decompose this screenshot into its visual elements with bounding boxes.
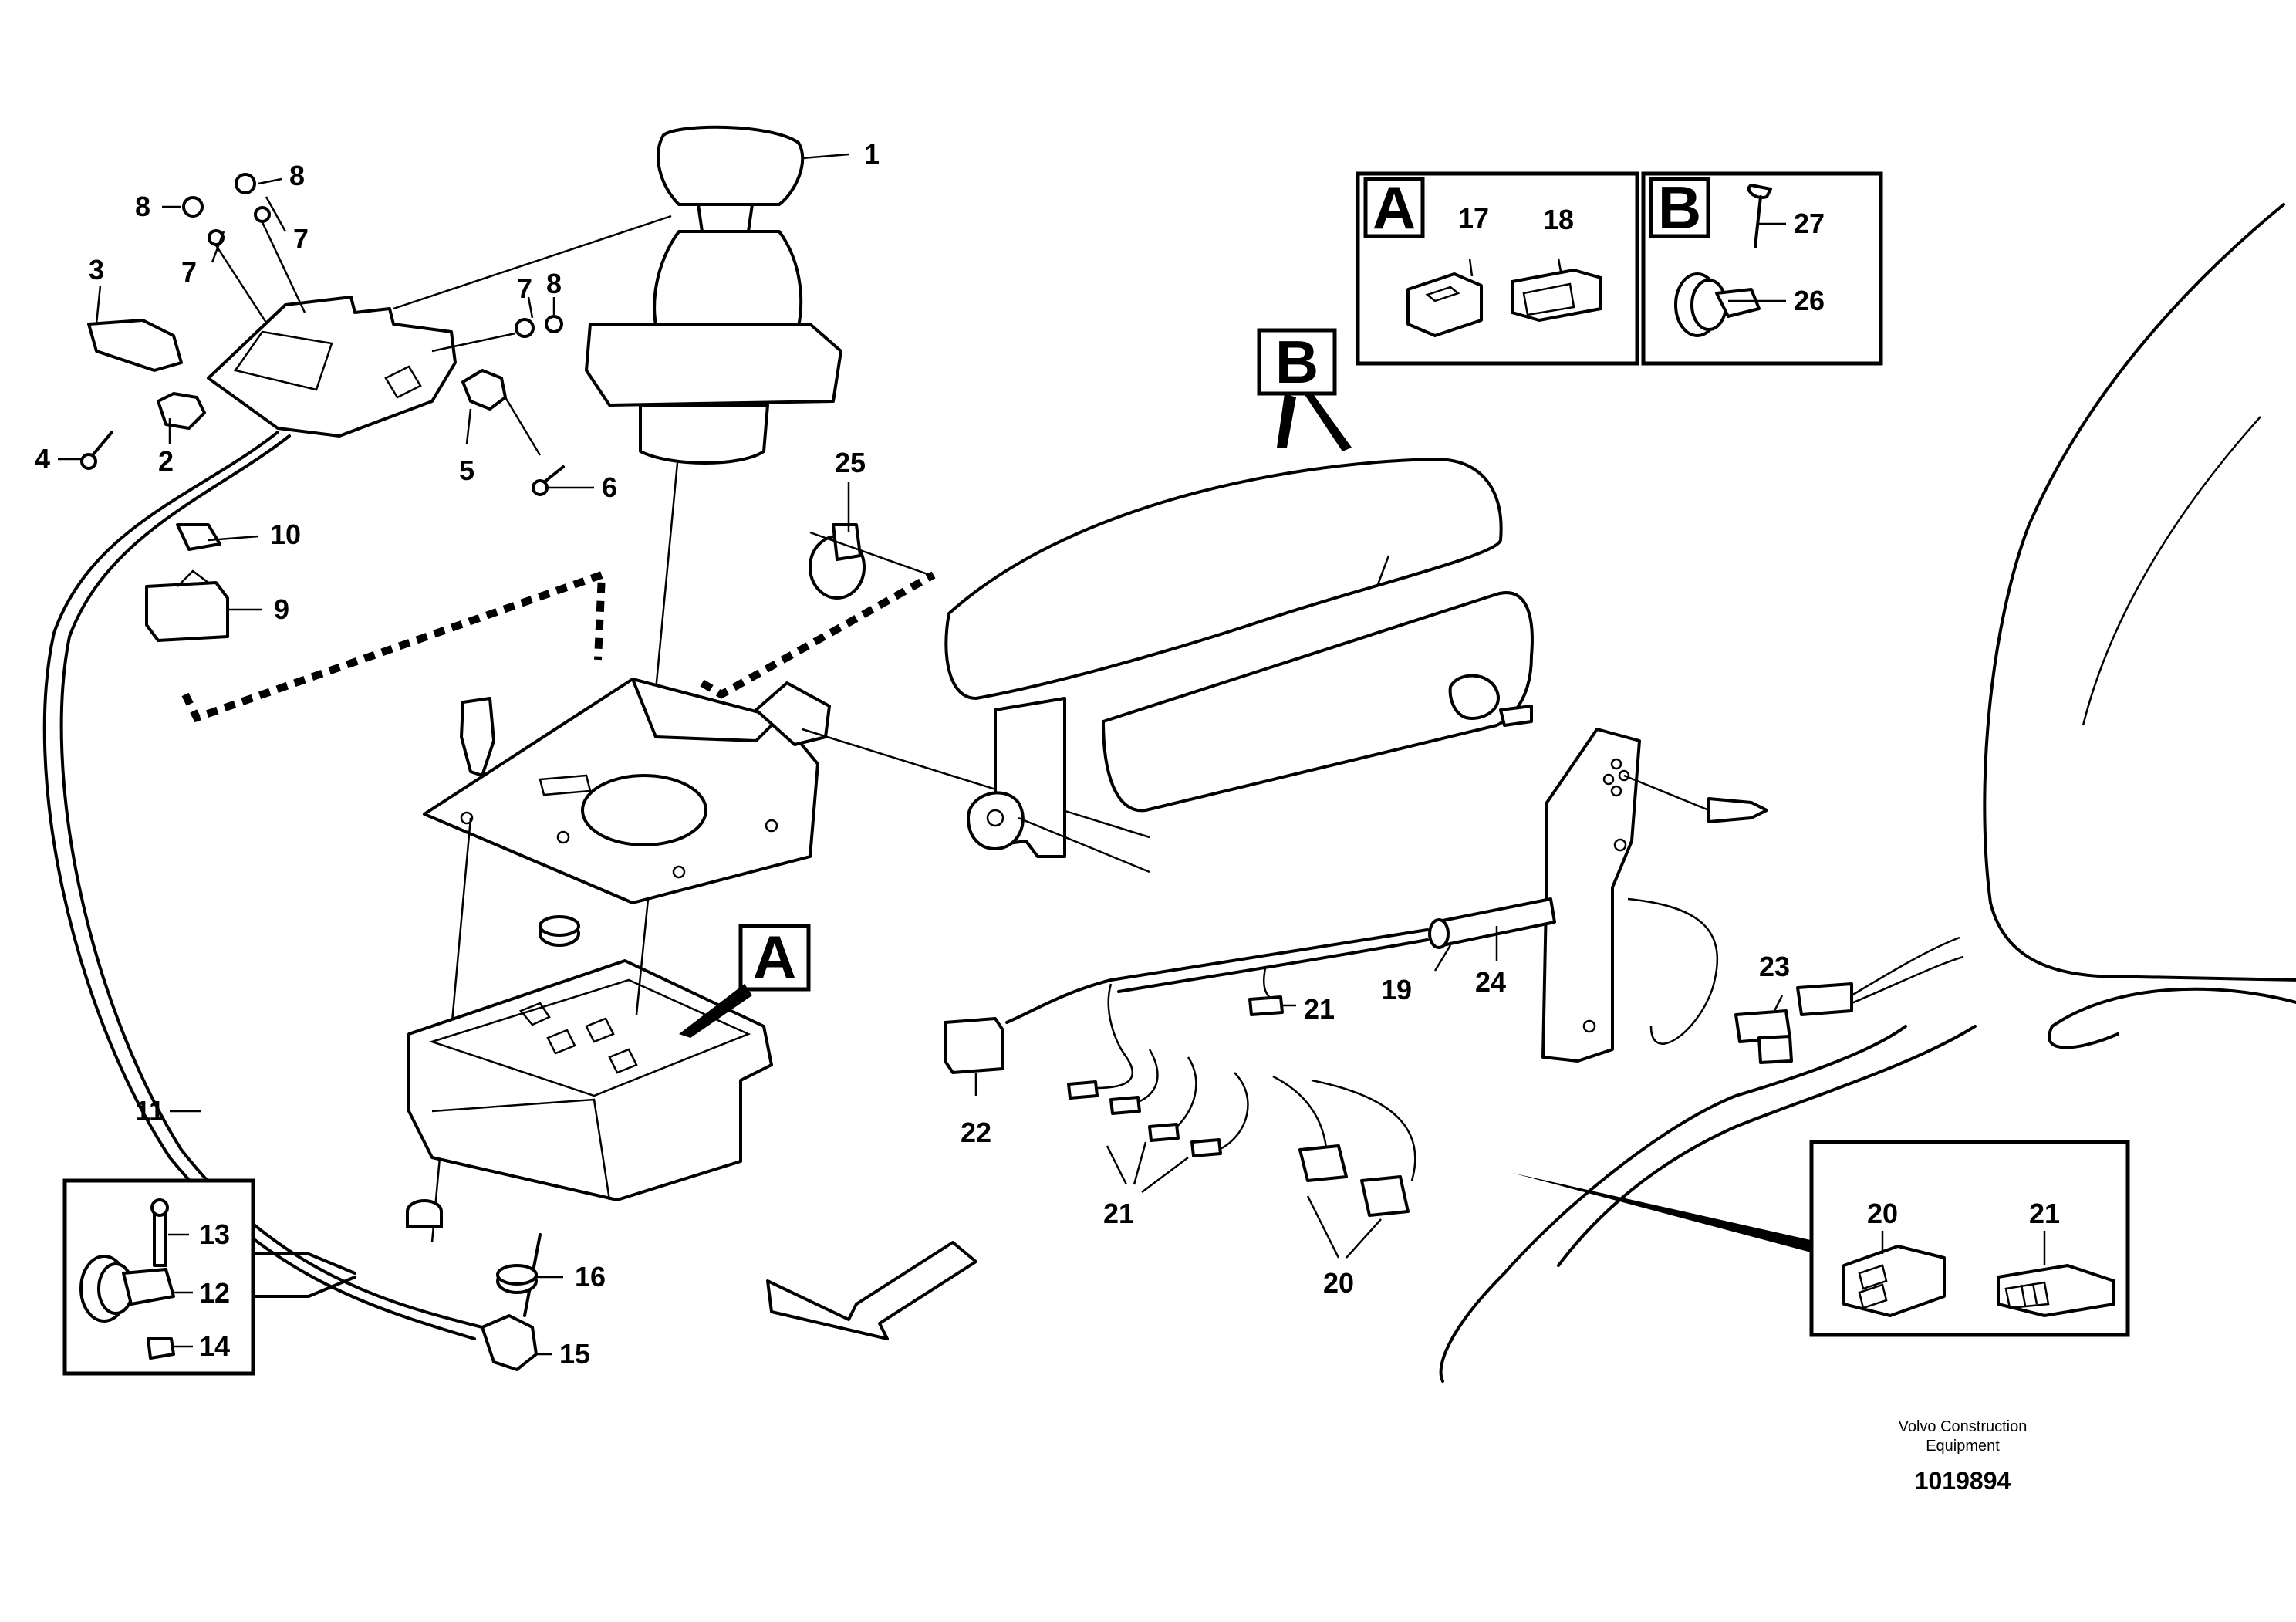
armrest (944, 458, 1534, 874)
lamps-part-7-8 (182, 173, 563, 353)
label-8-right: 8 (546, 268, 562, 299)
label-7-right: 7 (517, 272, 532, 304)
bracket-part-24 (1541, 728, 1710, 1063)
label-14: 14 (199, 1330, 230, 1362)
label-21-harness-top: 21 (1304, 993, 1335, 1025)
label-4: 4 (35, 443, 50, 475)
label-27: 27 (1794, 208, 1825, 239)
nut (406, 1199, 443, 1228)
screw-bracket (1707, 797, 1768, 823)
label-21-detail: 21 (2029, 1198, 2060, 1229)
control-panel (207, 215, 672, 438)
company-line-2: Equipment (1926, 1438, 2000, 1455)
label-2: 2 (158, 445, 174, 477)
knob-part-2 (157, 392, 206, 430)
company-line-1: Volvo Construction (1899, 1418, 2028, 1435)
detail-box-b: B (1641, 171, 1883, 366)
knob-part-5 (461, 369, 542, 456)
screw-part-6 (532, 465, 565, 496)
label-12: 12 (199, 1277, 230, 1309)
cable-part-11 (42, 431, 484, 1340)
label-3: 3 (89, 254, 104, 286)
label-5: 5 (459, 454, 474, 486)
screw-part-4 (80, 431, 113, 470)
detail-box-clip (62, 1178, 356, 1376)
switch-part-9-10 (145, 523, 229, 642)
label-24: 24 (1475, 966, 1506, 998)
label-7-left: 7 (181, 256, 197, 288)
switch-cover-part-3 (87, 319, 183, 372)
label-17: 17 (1458, 202, 1489, 234)
bushing (539, 915, 580, 947)
label-10: 10 (270, 519, 301, 550)
detail-box-a: A (1356, 171, 1639, 366)
label-9: 9 (274, 593, 289, 625)
label-25: 25 (835, 447, 866, 478)
joystick-part-1 (585, 125, 842, 772)
callout-marker-a: A (679, 923, 811, 1038)
harness-part-19 (944, 897, 1964, 1217)
callout-marker-b-letter: B (1275, 328, 1319, 396)
wire-dashed-right (700, 571, 936, 699)
box-housing (407, 898, 773, 1201)
label-15: 15 (559, 1338, 590, 1370)
mounting-plate (423, 678, 1150, 904)
label-7-middle: 7 (293, 223, 309, 255)
grommet-part-16 (496, 1264, 538, 1294)
detail-pointer-arrow (1512, 1173, 1821, 1254)
label-18: 18 (1543, 204, 1574, 235)
direction-arrow (766, 1241, 977, 1340)
drawing-number: 1019894 (1915, 1467, 2011, 1495)
leader-lines (58, 153, 2046, 1356)
label-6: 6 (602, 471, 617, 503)
label-8-top: 8 (289, 160, 305, 191)
label-21-harness-bottom: 21 (1103, 1198, 1134, 1229)
detail-box-a-letter: A (1373, 174, 1416, 242)
label-22: 22 (961, 1117, 991, 1148)
label-11: 11 (135, 1095, 164, 1127)
label-19: 19 (1381, 974, 1412, 1005)
elbow-part-15 (481, 1233, 542, 1371)
label-1: 1 (864, 138, 880, 170)
cab-seat-outline (1439, 203, 2296, 1383)
label-26: 26 (1794, 285, 1825, 316)
label-20-harness: 20 (1323, 1267, 1354, 1299)
label-13: 13 (199, 1218, 230, 1250)
label-16: 16 (575, 1261, 606, 1293)
label-23: 23 (1759, 951, 1790, 982)
label-20-detail: 20 (1867, 1198, 1898, 1229)
part-labels: 1 2 3 4 5 6 7 7 7 8 8 8 9 10 11 12 13 14… (35, 138, 2060, 1370)
clamp-part-25 (809, 523, 930, 600)
detail-box-b-letter: B (1658, 174, 1701, 242)
label-8-left: 8 (135, 191, 150, 222)
detail-box-connectors (1809, 1140, 2130, 1337)
callout-marker-b: B (1257, 328, 1352, 451)
wire-dashed-left (181, 569, 606, 723)
callout-marker-a-letter: A (753, 923, 796, 991)
footer: Volvo Construction Equipment 1019894 (1899, 1418, 2028, 1495)
